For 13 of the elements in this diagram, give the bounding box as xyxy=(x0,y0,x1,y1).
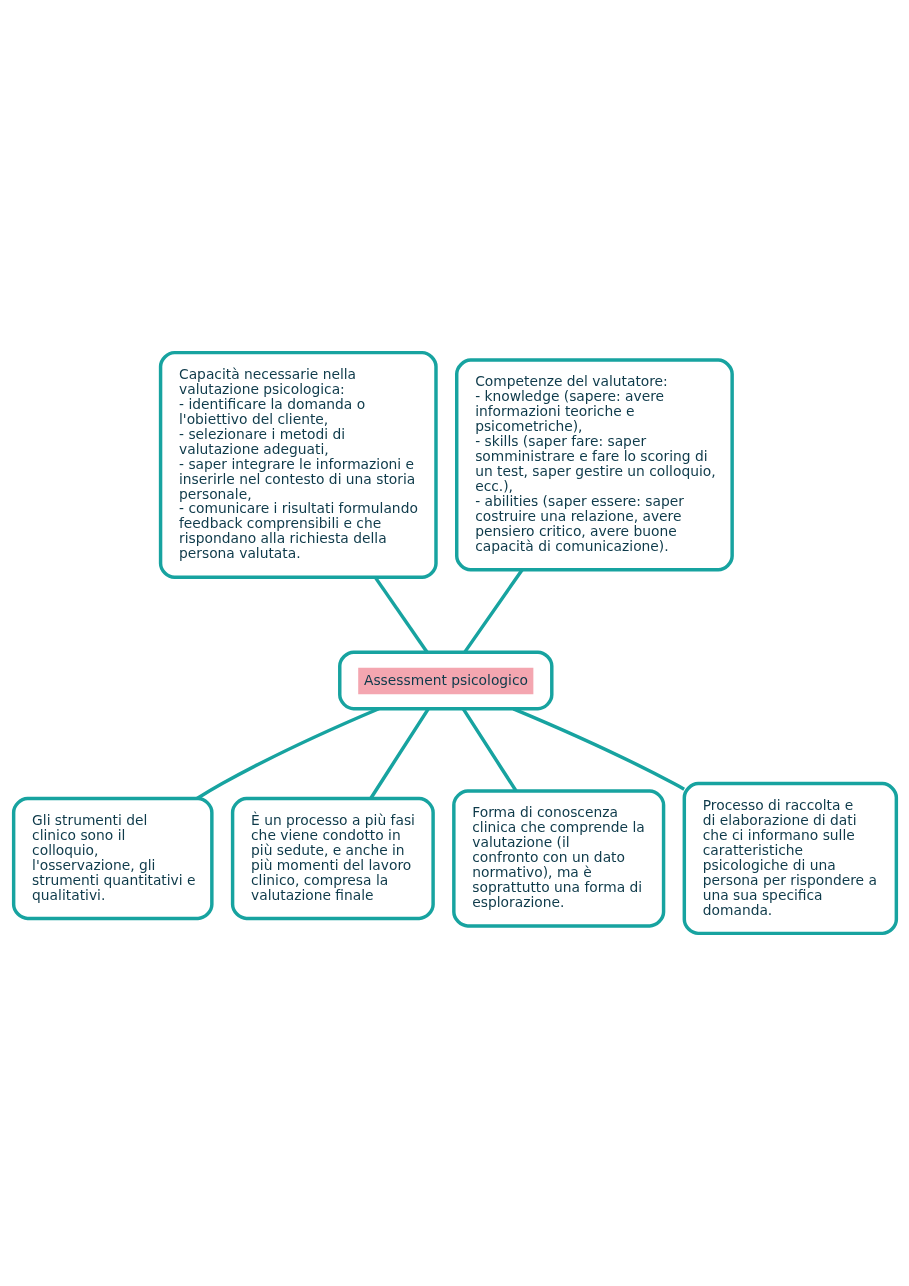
node-box: Processo di raccolta e di elaborazione di dati che ci informano sulle caratteristiche psicologiche di una persona per rispondere a una sua specifica domanda. xyxy=(682,781,898,936)
connector xyxy=(368,708,430,800)
connector xyxy=(195,707,379,800)
connector xyxy=(461,708,518,792)
connector xyxy=(512,707,685,791)
node-box: Competenze del valutatore: - knowledge (sapere: avere informazioni teoriche e psicometriche), - skills (saper fare: saper somministrare e fare lo scoring di un test, saper gestire un colloquio, ecc.), - abilities (saper essere: saper costruire una relazione, avere pensiero critico, avere buone capacità di comunicazione). xyxy=(454,358,734,572)
connector xyxy=(373,576,428,654)
node-box: Gli strumenti del clinico sono il colloquio, l'osservazione, gli strumenti quantitativi e qualitativi. xyxy=(11,796,214,921)
node-box: È un processo a più fasi che viene condotto in più sedute, e anche in più momenti del lavoro clinico, compresa la valutazione finale xyxy=(230,796,435,921)
node-box: Capacità necessarie nella valutazione psicologica: - identificare la domanda o l'obiettivo del cliente, - selezionare i metodi di valutazione adeguati, - saper integrare le informazioni e inserirle nel contesto di una storia personale, - comunicare i risultati formulando feedback comprensibili e che rispondano alla richiesta della persona valutata. xyxy=(158,350,438,580)
node-box: Assessment psicologico xyxy=(337,650,554,711)
node-box: Forma di conoscenza clinica che comprende la valutazione (il confronto con un dato normativo), ma è soprattutto una forma di esplorazione. xyxy=(451,789,665,928)
connector xyxy=(463,568,523,653)
